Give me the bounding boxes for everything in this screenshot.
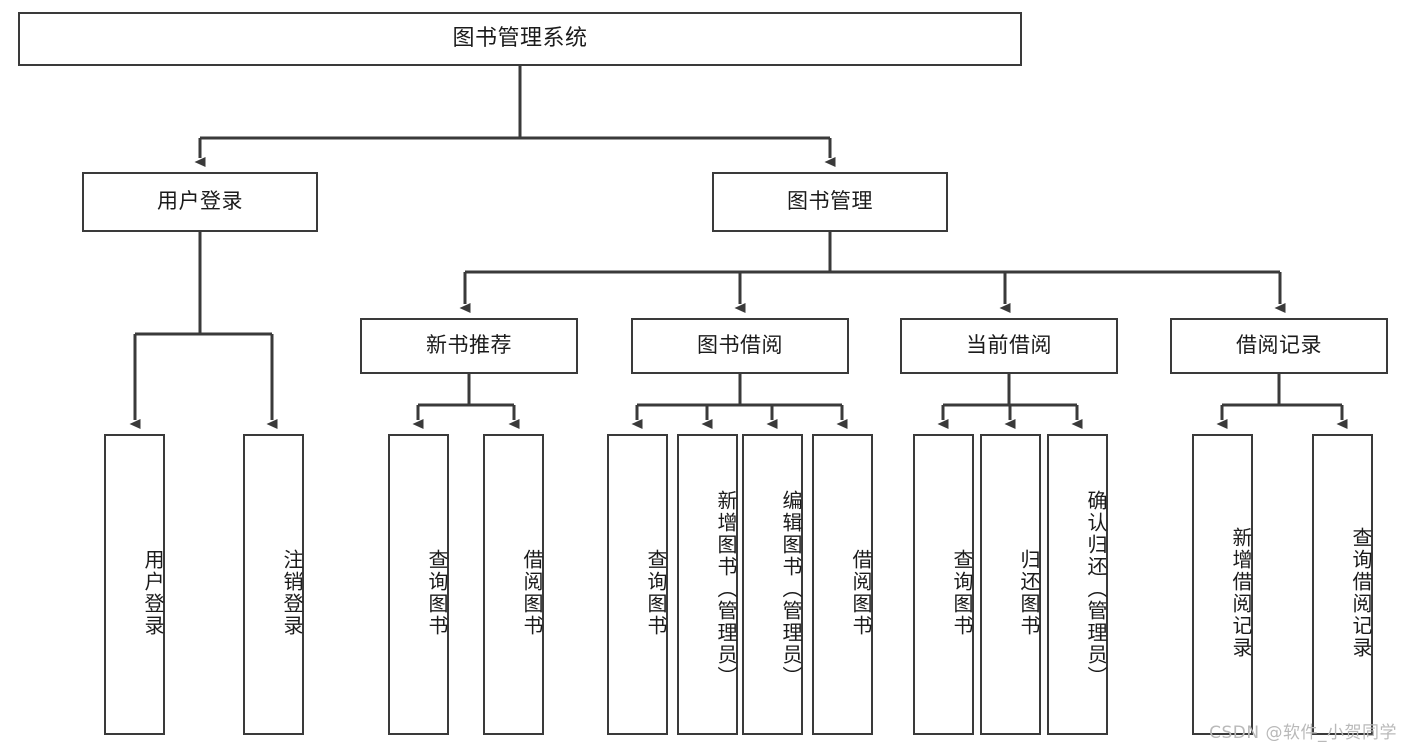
- node-leaf-query-record[interactable]: 查询借阅记录: [1312, 434, 1373, 735]
- node-book-borrow[interactable]: 图书借阅: [631, 318, 849, 374]
- node-leaf-add-record[interactable]: 新增借阅记录: [1192, 434, 1253, 735]
- node-leaf-edit-book[interactable]: 编辑图书（管理员）: [742, 434, 803, 735]
- node-new-book-recommend[interactable]: 新书推荐: [360, 318, 578, 374]
- node-borrow-record-label: 借阅记录: [1236, 333, 1322, 358]
- node-user-login[interactable]: 用户登录: [82, 172, 318, 232]
- node-leaf-query-book-rec[interactable]: 查询图书: [388, 434, 449, 735]
- node-leaf-user-login[interactable]: 用户登录: [104, 434, 165, 735]
- node-leaf-query-book-cur[interactable]: 查询图书: [913, 434, 974, 735]
- node-leaf-query-book-borrow[interactable]: 查询图书: [607, 434, 668, 735]
- node-leaf-query-book-rec-label: 查询图书: [425, 548, 449, 637]
- node-leaf-confirm-return-label: 确认归还（管理员）: [1084, 489, 1108, 688]
- node-book-borrow-label: 图书借阅: [697, 333, 783, 358]
- node-leaf-return-book-label: 归还图书: [1017, 548, 1041, 637]
- node-leaf-add-book-label: 新增图书（管理员）: [714, 489, 738, 688]
- node-leaf-confirm-return[interactable]: 确认归还（管理员）: [1047, 434, 1108, 735]
- node-leaf-query-book-cur-label: 查询图书: [950, 548, 974, 637]
- node-current-borrow-label: 当前借阅: [966, 333, 1052, 358]
- node-borrow-record[interactable]: 借阅记录: [1170, 318, 1388, 374]
- node-leaf-borrow-book-rec-label: 借阅图书: [520, 548, 544, 637]
- node-leaf-edit-book-label: 编辑图书（管理员）: [779, 489, 803, 688]
- node-leaf-query-record-label: 查询借阅记录: [1349, 526, 1373, 659]
- node-root-label: 图书管理系统: [452, 25, 588, 51]
- node-root[interactable]: 图书管理系统: [18, 12, 1022, 66]
- node-leaf-query-book-borrow-label: 查询图书: [644, 548, 668, 637]
- node-leaf-borrow-book-label: 借阅图书: [849, 548, 873, 637]
- csdn-watermark: CSDN @软件_小贺同学: [1209, 723, 1397, 743]
- node-new-book-recommend-label: 新书推荐: [426, 333, 512, 358]
- node-leaf-logout-label: 注销登录: [280, 548, 304, 637]
- node-book-manage[interactable]: 图书管理: [712, 172, 948, 232]
- node-current-borrow[interactable]: 当前借阅: [900, 318, 1118, 374]
- node-leaf-logout[interactable]: 注销登录: [243, 434, 304, 735]
- node-leaf-return-book[interactable]: 归还图书: [980, 434, 1041, 735]
- node-user-login-label: 用户登录: [157, 189, 243, 214]
- node-book-manage-label: 图书管理: [787, 189, 873, 214]
- node-leaf-add-book[interactable]: 新增图书（管理员）: [677, 434, 738, 735]
- node-leaf-borrow-book[interactable]: 借阅图书: [812, 434, 873, 735]
- node-leaf-user-login-label: 用户登录: [141, 548, 165, 637]
- node-leaf-add-record-label: 新增借阅记录: [1229, 526, 1253, 659]
- node-leaf-borrow-book-rec[interactable]: 借阅图书: [483, 434, 544, 735]
